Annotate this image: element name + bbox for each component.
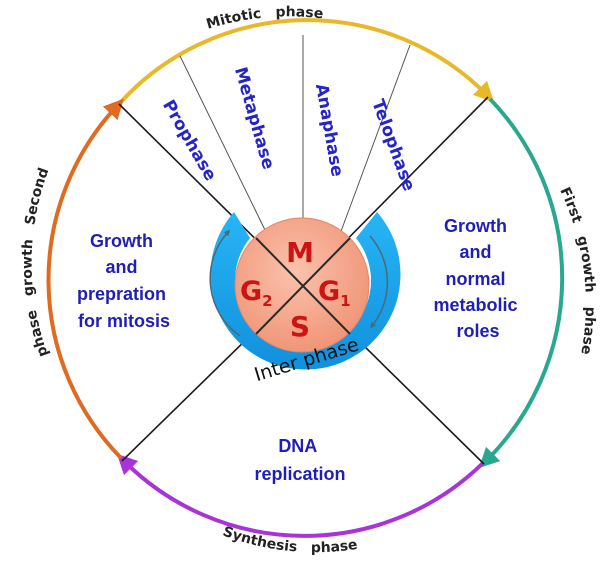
g1-sector-text: Growth and normal metabolic roles bbox=[433, 216, 522, 341]
core-s-label: S bbox=[290, 310, 310, 343]
core-m-label: M bbox=[286, 236, 314, 269]
core-g2-label: G2 bbox=[240, 276, 273, 310]
first-growth-phase-arc bbox=[478, 97, 565, 469]
s-sector-text: DNA replication bbox=[254, 436, 345, 484]
g2-sector-text: Growth and prepration for mitosis bbox=[77, 231, 171, 331]
divider-line bbox=[179, 55, 267, 233]
stage-telophase: Telophase bbox=[367, 97, 419, 194]
core-g1-label: G1 bbox=[318, 276, 351, 310]
core-divider bbox=[255, 237, 351, 335]
stage-prophase: Prophase bbox=[158, 97, 220, 185]
mitotic-phase-arc bbox=[118, 18, 495, 105]
stage-anaphase: Anaphase bbox=[311, 82, 347, 178]
interphase-band bbox=[210, 212, 401, 370]
stage-metaphase: Metaphase bbox=[230, 65, 278, 172]
second-growth-phase-arc bbox=[46, 98, 124, 460]
interphase-arrow-left bbox=[209, 229, 241, 337]
interphase-arrow-right bbox=[369, 235, 389, 329]
synthesis-phase-arc bbox=[116, 453, 485, 538]
divider-line bbox=[339, 44, 411, 235]
